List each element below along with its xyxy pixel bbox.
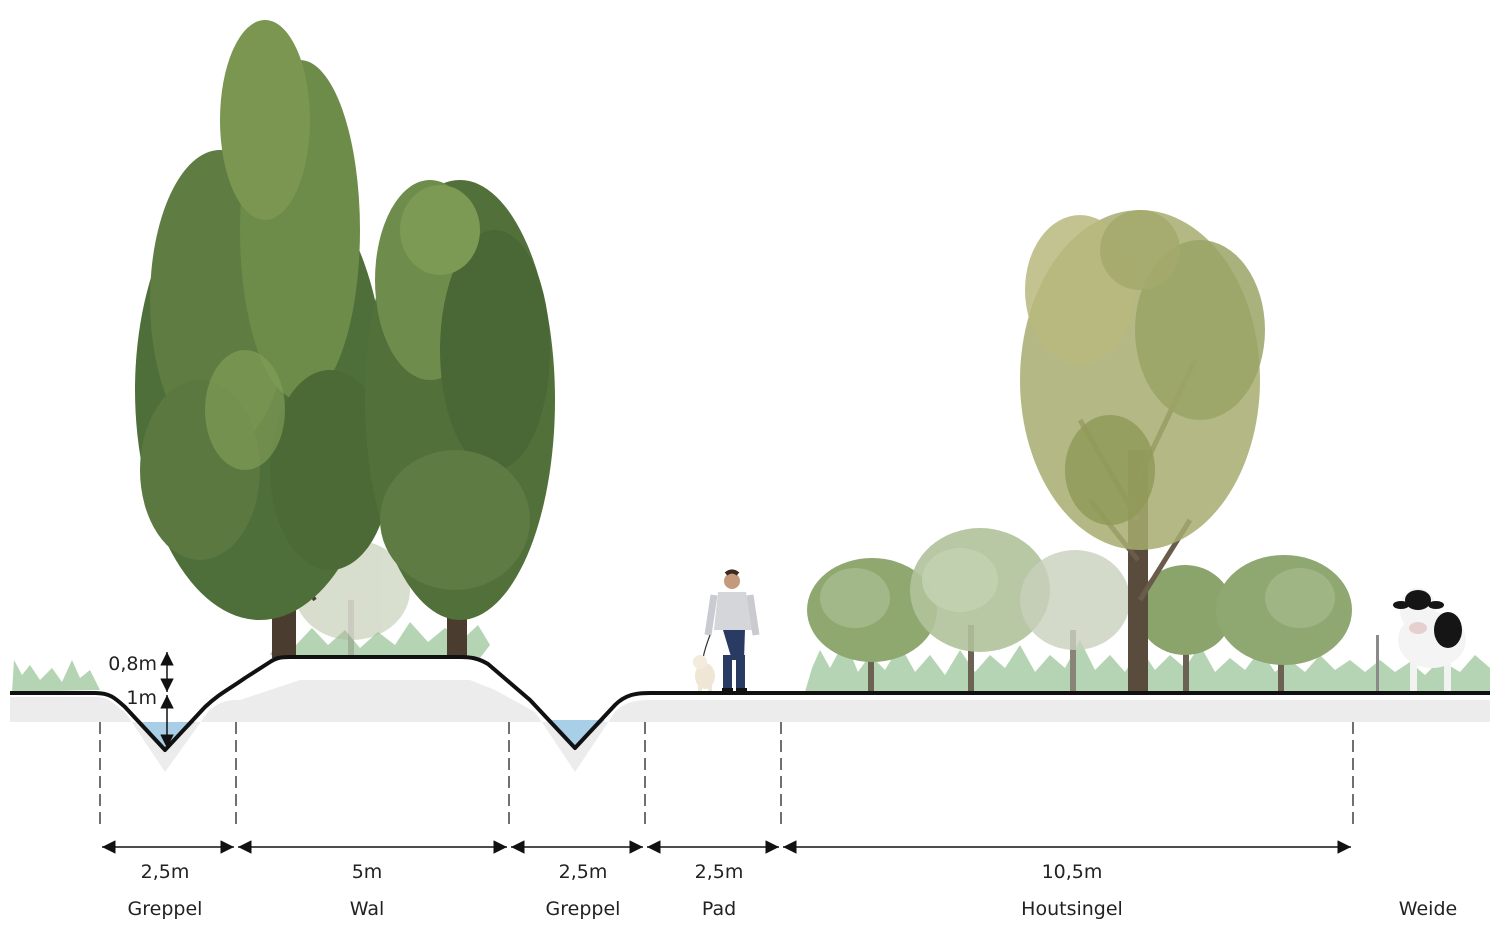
zone-width-greppel-1: 2,5m [141, 861, 190, 883]
zone-width-houtsingel: 10,5m [1042, 861, 1103, 883]
zone-name-wal: Wal [350, 898, 385, 920]
water-right-ditch [546, 720, 605, 748]
grass-left [12, 660, 100, 692]
ground-shadow [10, 680, 1490, 772]
poplar-tree-small-icon [365, 180, 555, 658]
ground-profile-line [10, 655, 1490, 752]
zone-name-weide: Weide [1399, 898, 1457, 920]
zone-width-wal: 5m [352, 861, 383, 883]
boundary-lines [99, 722, 1354, 830]
cow-icon [1393, 588, 1466, 692]
zone-width-greppel-2: 2,5m [559, 861, 608, 883]
depth-label-top: 0,8m [108, 653, 157, 675]
zone-width-pad: 2,5m [695, 861, 744, 883]
deciduous-tree-icon [1020, 210, 1265, 692]
person-icon [702, 569, 760, 692]
zone-name-greppel-2: Greppel [546, 898, 621, 920]
zone-name-pad: Pad [702, 898, 736, 920]
poplar-tree-large-icon [135, 20, 390, 658]
fence-post [1376, 635, 1379, 692]
shrub-row-icon [807, 528, 1352, 692]
dog-icon [693, 655, 715, 692]
zone-name-greppel-1: Greppel [128, 898, 203, 920]
depth-label-bottom: 1m [126, 687, 157, 709]
grass-wal [270, 622, 490, 658]
zone-name-houtsingel: Houtsingel [1021, 898, 1123, 920]
